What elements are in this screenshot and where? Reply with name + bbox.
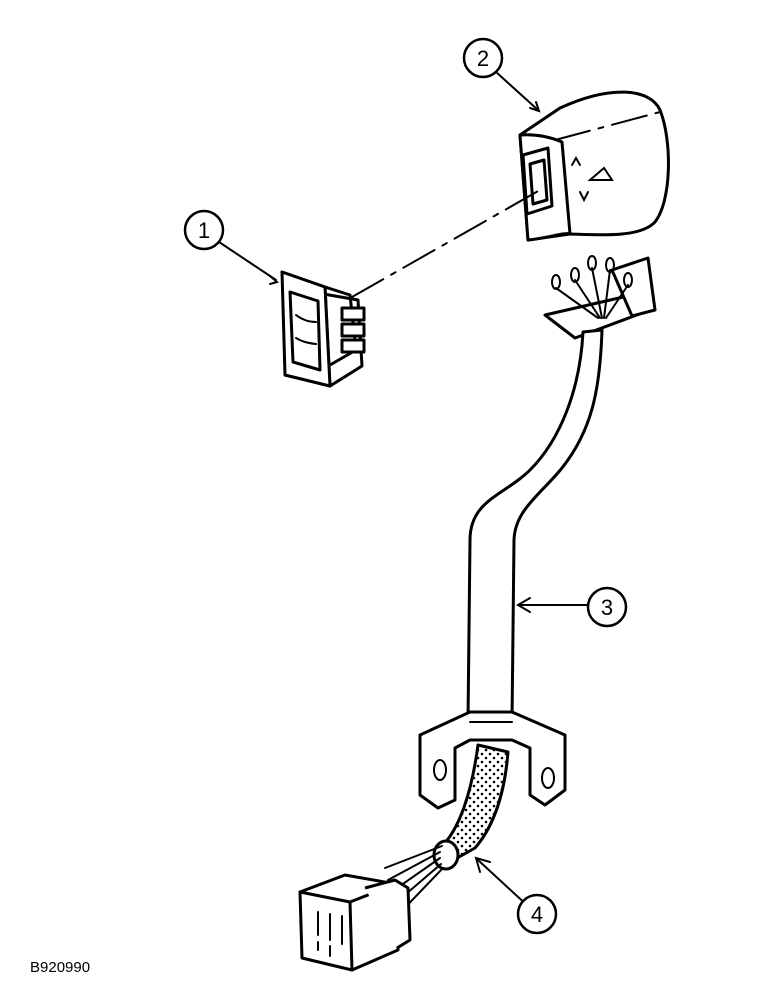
- callout-1-label: 1: [198, 218, 210, 243]
- callout-3: 3: [586, 586, 628, 628]
- wire-leads: [551, 255, 633, 319]
- callout-3-label: 3: [601, 595, 613, 620]
- switch-housing: [518, 90, 670, 242]
- rocker-switch: [280, 270, 366, 388]
- alignment-line: [351, 189, 541, 298]
- leader-lines: [215, 71, 591, 909]
- mounting-tube: [418, 256, 657, 810]
- callout-2-label: 2: [477, 46, 489, 71]
- callout-2: 2: [462, 37, 504, 79]
- axis-line: [554, 111, 661, 141]
- figure-id: B920990: [30, 959, 90, 976]
- callout-4: 4: [516, 893, 558, 935]
- callout-1: 1: [183, 209, 225, 251]
- callout-4-label: 4: [531, 902, 543, 927]
- harness-connector: [298, 873, 412, 972]
